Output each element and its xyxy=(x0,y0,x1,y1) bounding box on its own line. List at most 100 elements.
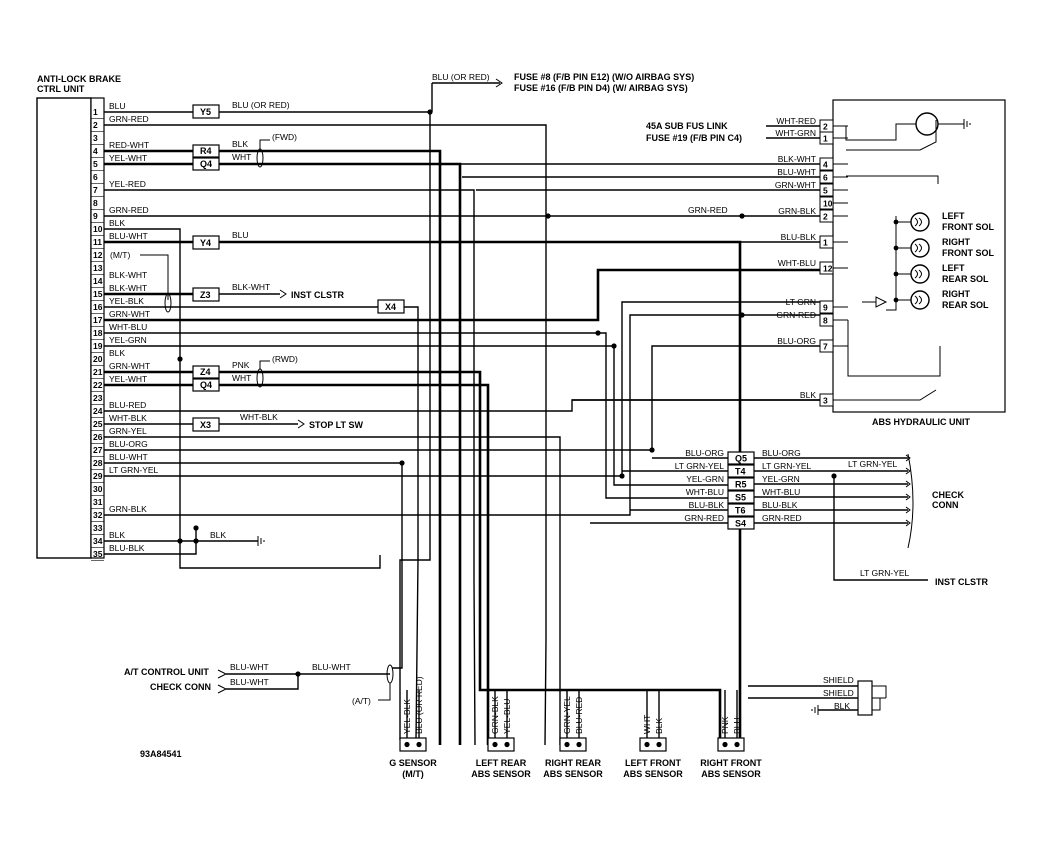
splice-dot xyxy=(831,473,837,479)
hydraulic-pin-number: 2 xyxy=(823,212,828,222)
label-wht-q4b: WHT xyxy=(232,373,251,383)
solenoid-label-2: FRONT SOL xyxy=(942,248,994,258)
ecu-pin-number: 12 xyxy=(93,250,103,260)
ecu-pin-list: 1BLU2GRN-RED34RED-WHT5YEL-WHT67YEL-RED89… xyxy=(91,101,159,561)
sensor-pin xyxy=(416,741,422,748)
ecu-pin-number: 24 xyxy=(93,406,103,416)
hydraulic-pin-number: 4 xyxy=(823,160,828,170)
sensor-wire-label-1: GRN-YEL xyxy=(562,696,572,734)
wire-pin18 xyxy=(104,332,728,499)
wire-bluorg-hyd xyxy=(651,345,820,450)
wire-at-bus xyxy=(226,673,390,690)
ecu-pin-column xyxy=(90,97,105,559)
splice-dot xyxy=(611,343,617,349)
label-grn-red-mid: GRN-RED xyxy=(688,205,728,215)
ground-icon xyxy=(257,536,265,546)
ecu-pin-wire-label: BLK xyxy=(109,348,125,358)
wire-q4b-out xyxy=(219,383,490,745)
ecu-pin-number: 9 xyxy=(93,211,98,221)
solenoid-winding-icon xyxy=(914,295,922,305)
label-blu-wht-b: BLU-WHT xyxy=(230,677,269,687)
label-blk-r4: BLK xyxy=(232,139,248,149)
sensor-wire-label-1: PNK xyxy=(720,716,730,734)
label-blu-wht-c: BLU-WHT xyxy=(312,662,351,672)
ecu-pin-number: 33 xyxy=(93,523,103,533)
ecu-pin-number: 27 xyxy=(93,445,103,455)
label-at: (A/T) xyxy=(352,696,371,706)
sensor-name-1: G SENSOR xyxy=(389,758,437,768)
splice-dot xyxy=(739,213,745,219)
hydraulic-wire-label: BLK-WHT xyxy=(778,154,816,164)
sensor-pin xyxy=(734,741,740,748)
hydraulic-wire-label: BLU-ORG xyxy=(777,336,816,346)
ecu-title-2: CTRL UNIT xyxy=(37,84,85,94)
label-rwd: (RWD) xyxy=(272,354,298,364)
sensor-connector xyxy=(717,737,745,752)
sensor-pin xyxy=(564,741,570,748)
hydraulic-pin-number: 6 xyxy=(823,173,828,183)
wire-inst-clstr-right xyxy=(833,476,928,581)
ecu-pin-number: 2 xyxy=(93,120,98,130)
check-conn-arrow xyxy=(905,493,911,501)
sensor-pin xyxy=(576,741,582,748)
solenoid-label-1: LEFT xyxy=(942,263,965,273)
wire-r4-out xyxy=(219,149,442,745)
conn-y4-label: Y4 xyxy=(200,238,211,248)
wire-shields xyxy=(748,685,858,711)
hydraulic-pin-number: 5 xyxy=(823,186,828,196)
hydraulic-pin-number: 12 xyxy=(823,264,833,274)
wire-pin32 xyxy=(104,314,820,516)
label-blk-shield: BLK xyxy=(834,701,850,711)
ecu-pin-number: 29 xyxy=(93,471,103,481)
wire-pin10 xyxy=(104,228,381,569)
label-mt: (M/T) xyxy=(110,250,130,260)
rwd-leader xyxy=(259,360,270,369)
solenoid-label-1: RIGHT xyxy=(942,289,971,299)
sensor-wire-label-2: BLU-RED xyxy=(574,697,584,734)
label-check-conn-1: CHECK xyxy=(932,490,965,500)
check-conn-left-label: GRN-RED xyxy=(684,513,724,523)
check-conn-right-label: YEL-GRN xyxy=(762,474,800,484)
wire-pin19 xyxy=(104,345,728,486)
sensor-name-2: ABS SENSOR xyxy=(623,769,683,779)
hydraulic-wire-label: GRN-BLK xyxy=(778,206,816,216)
hydraulic-pin-number: 1 xyxy=(823,238,828,248)
sensor-name-2: ABS SENSOR xyxy=(701,769,761,779)
check-conn-pin-id: T4 xyxy=(735,467,746,477)
ecu-pin-number: 23 xyxy=(93,393,103,403)
ecu-pin-number: 30 xyxy=(93,484,103,494)
ecu-pin-number: 21 xyxy=(93,367,103,377)
hydraulic-wire-label: GRN-WHT xyxy=(775,180,816,190)
ecu-pin-number: 6 xyxy=(93,172,98,182)
shield-ground-icon xyxy=(811,705,819,715)
ecu-pin-wire-label: YEL-BLK xyxy=(109,296,144,306)
label-blu-y4: BLU xyxy=(232,230,249,240)
check-conn-right-label: GRN-RED xyxy=(762,513,802,523)
solenoid-label-2: REAR SOL xyxy=(942,300,989,310)
conn-z4-label: Z4 xyxy=(200,367,211,377)
sensor-name-1: LEFT REAR xyxy=(476,758,527,768)
sensor-name-2: ABS SENSOR xyxy=(471,769,531,779)
check-conn-feed xyxy=(590,509,728,524)
hydraulic-wire-label: GRN-RED xyxy=(776,310,816,320)
ecu-pin-number: 7 xyxy=(93,185,98,195)
check-conn-brace xyxy=(907,453,914,549)
ecu-pin-wire-label: RED-WHT xyxy=(109,140,149,150)
shield-bus xyxy=(872,685,887,711)
check-conn-left-label: YEL-GRN xyxy=(686,474,724,484)
label-wht-q4: WHT xyxy=(232,152,251,162)
hydraulic-wire-label: BLK xyxy=(800,390,816,400)
hydraulic-wire-label: BLU-BLK xyxy=(781,232,817,242)
arrow-fuse xyxy=(495,78,503,88)
check-conn-pin-id: S5 xyxy=(735,493,746,503)
solenoid-label-1: LEFT xyxy=(942,211,965,221)
ecu-pin-wire-label: GRN-WHT xyxy=(109,361,150,371)
check-conn-right-label: BLU-BLK xyxy=(762,500,798,510)
label-shield-2: SHIELD xyxy=(823,688,854,698)
splice-dot xyxy=(177,538,183,544)
ecu-pin-number: 31 xyxy=(93,497,103,507)
ecu-pin-wire-label: BLU-ORG xyxy=(109,439,148,449)
ecu-pin-wire-label: WHT-BLK xyxy=(109,413,147,423)
ecu-pin-wire-label: YEL-RED xyxy=(109,179,146,189)
label-check-conn-left: CHECK CONN xyxy=(150,682,211,692)
